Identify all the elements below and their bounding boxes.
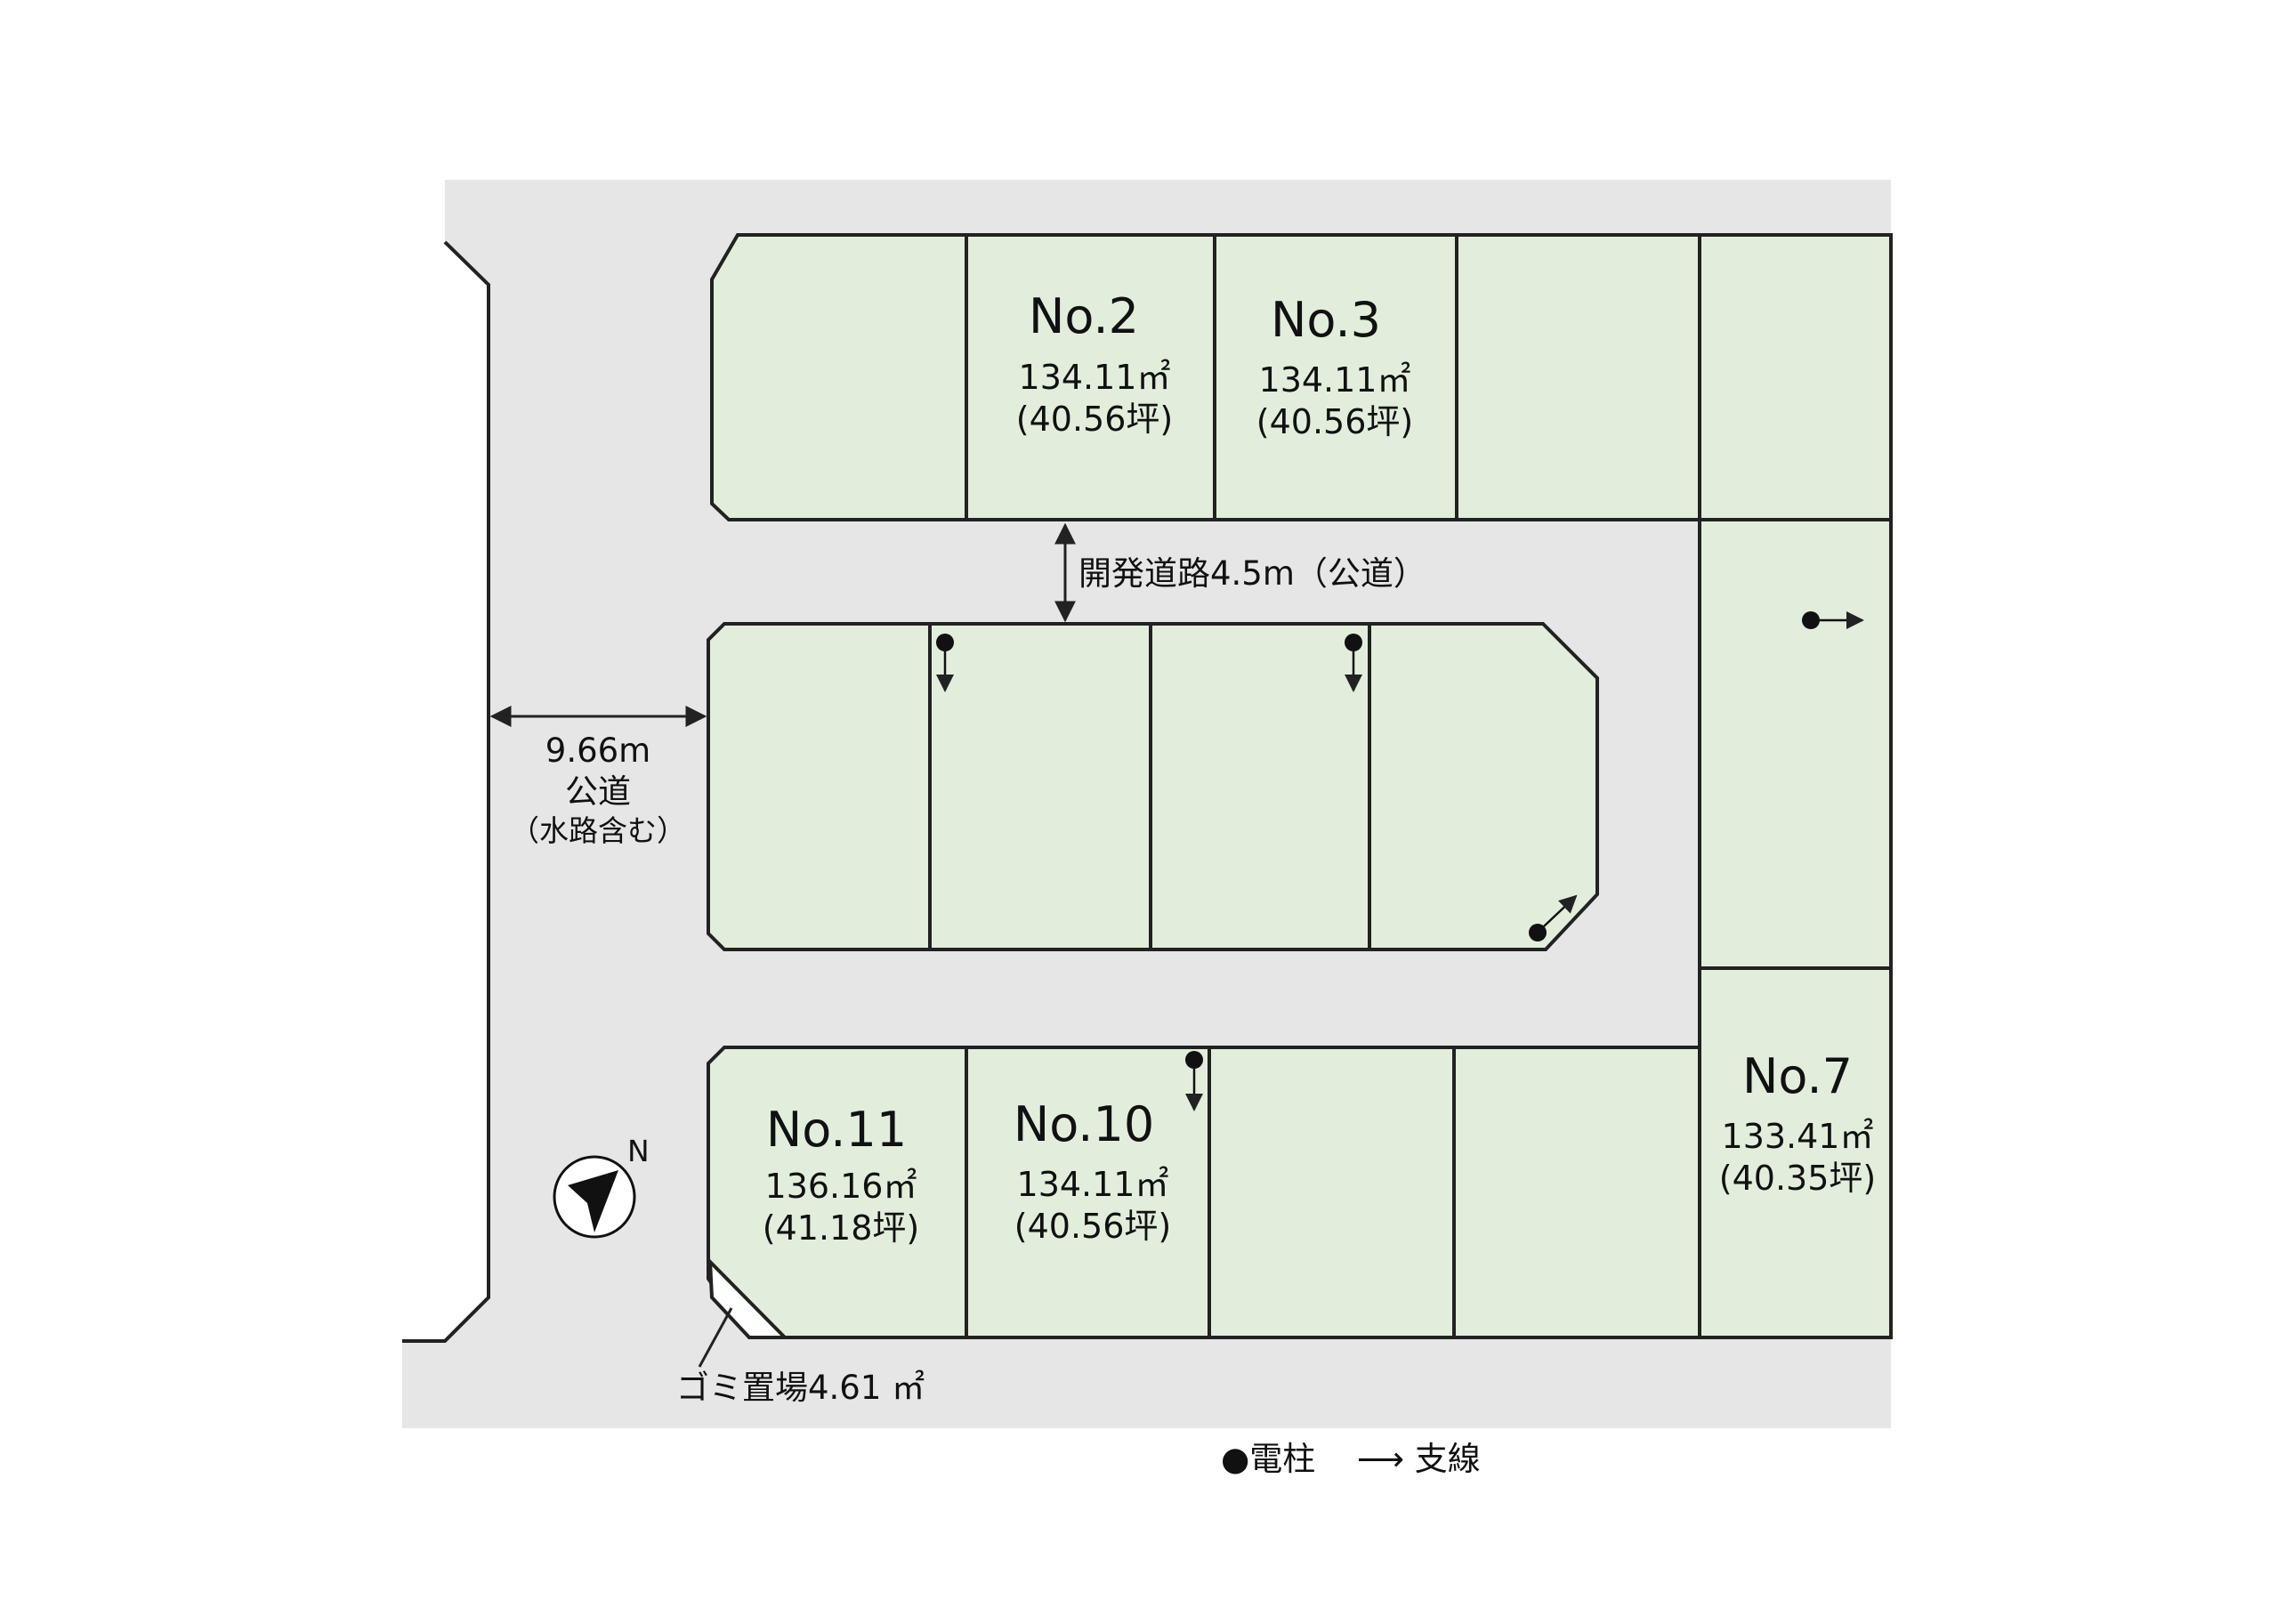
svg-text:(40.56坪): (40.56坪) [1016,400,1173,439]
public-road-note: （水路含む） [510,813,686,848]
legend: ●電柱 ⟶ 支線 [1221,1440,1481,1478]
svg-text:134.11㎡: 134.11㎡ [1259,360,1411,400]
garbage-area [707,1256,789,1339]
svg-text:No.3: No.3 [1271,292,1381,348]
legend-pole: ●電柱 [1221,1440,1315,1478]
svg-text:(40.56坪): (40.56坪) [1014,1207,1171,1246]
garbage-label: ゴミ置場4.61 ㎡ [676,1369,925,1407]
pole-marker [1185,1051,1203,1069]
pole-marker [1345,634,1362,651]
lot-block-bottom [698,1046,1701,1368]
svg-text:136.16㎡: 136.16㎡ [765,1167,917,1206]
legend-guy: ⟶ 支線 [1357,1440,1481,1478]
lot-label-no3: No.3 134.11㎡ (40.56坪) [1256,292,1413,441]
lot-label-no11: No.11 136.16㎡ (41.18坪) [763,1102,919,1248]
compass-icon: N [553,1134,650,1239]
lot-block-middle [707,622,1599,951]
pole-marker [936,634,954,651]
svg-text:(40.56坪): (40.56坪) [1256,402,1413,441]
svg-text:No.10: No.10 [1014,1096,1154,1152]
lot-block-right [1698,518,1893,1339]
lot-label-no2: No.2 134.11㎡ (40.56坪) [1016,288,1173,439]
road-edge-left [402,240,490,1343]
pole-marker [1529,924,1547,941]
svg-text:No.2: No.2 [1029,288,1139,344]
lot-block-top [710,233,1893,603]
lot-label-no7: No.7 133.41㎡ (40.35坪) [1719,1048,1876,1198]
svg-text:(41.18坪): (41.18坪) [763,1208,919,1248]
utility-poles [936,611,1864,1111]
svg-text:N: N [627,1134,650,1168]
lot-label-no10: No.10 134.11㎡ (40.56坪) [1014,1096,1171,1246]
svg-text:133.41㎡: 133.41㎡ [1722,1117,1874,1156]
svg-text:134.11㎡: 134.11㎡ [1017,1165,1169,1204]
dev-road-label: 開発道路4.5m（公道） [1078,554,1426,593]
svg-text:No.11: No.11 [766,1102,907,1158]
svg-text:(40.35坪): (40.35坪) [1719,1159,1876,1198]
svg-text:No.7: No.7 [1742,1048,1853,1104]
public-road-label: 公道 [565,772,631,811]
svg-text:134.11㎡: 134.11㎡ [1019,358,1171,397]
public-road-width: 9.66m [545,731,650,770]
pole-marker [1802,611,1820,629]
